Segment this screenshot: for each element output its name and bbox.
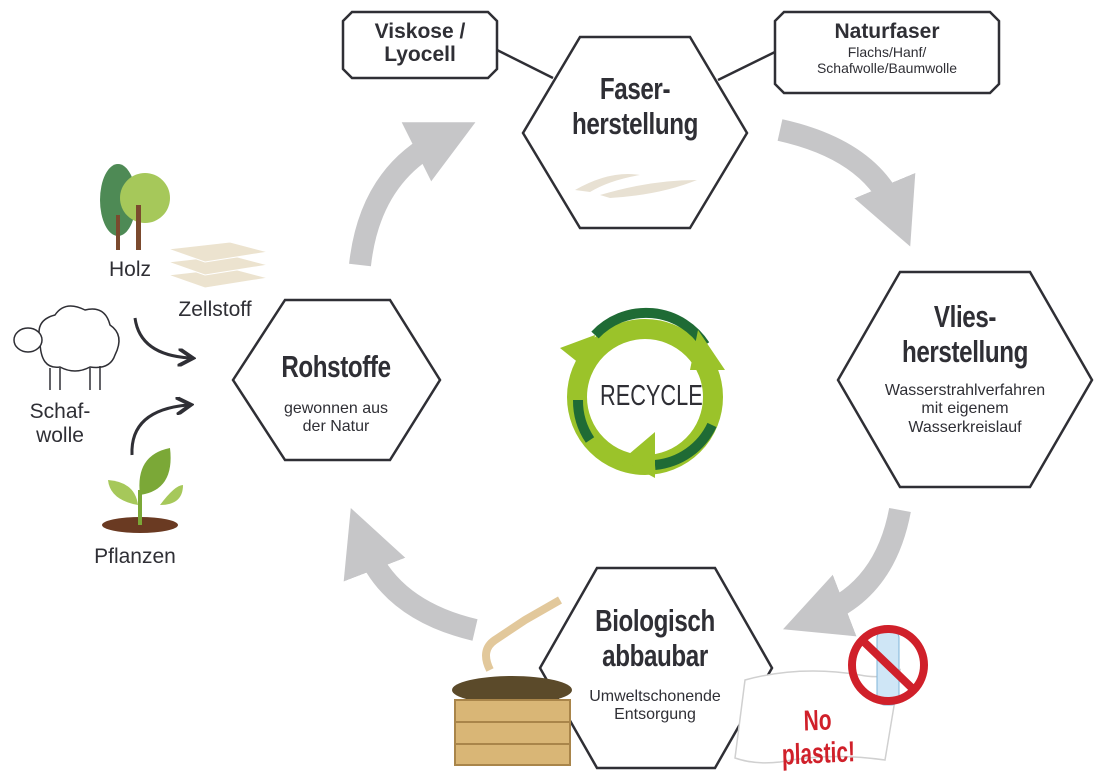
arrow-bio-to-rohstoffe [343,508,478,641]
recycle-label: RECYCLE [600,380,703,412]
title-line: abbaubar [602,637,708,673]
no-plastic-bottle-icon [848,625,928,706]
label-pflanzen: Pflanzen [94,545,176,568]
sub-line: Entsorgung [614,706,696,724]
box-line: Lyocell [384,43,456,67]
hex-vlies [836,270,1094,489]
arrow-faser-to-vlies [777,119,916,247]
box-line: Schafwolle/Baumwolle [816,60,958,77]
box-viskose-text: Viskose / Lyocell [343,20,497,66]
title-line: Vlies- [933,299,997,334]
fiber-icon [575,174,697,198]
hex-bio [538,566,774,770]
label-schafwolle: Schaf- wolle [15,400,105,448]
sub-line: mit eigenem [921,400,1009,418]
box-line: Flachs/Hanf/ [847,44,927,61]
sheep-icon [13,305,120,390]
no-plastic-label: No plastic! [781,704,856,773]
sub-line: gewonnen aus [283,400,389,417]
plant-icon [102,448,183,533]
hex-faser-title: Faser- herstellung [557,71,713,141]
recycle-icon [560,307,725,478]
arrow-vlies-to-bio [783,507,911,637]
label-zellstoff: Zellstoff [178,298,252,321]
hex-rohstoffe [231,298,442,462]
title-line: Biologisch [595,603,715,638]
title-line: herstellung [571,105,699,141]
box-viskose [341,10,499,80]
label-line: Schaf- [29,400,91,423]
hex-rohstoffe-title: Rohstoffe [281,349,391,384]
hex-rohstoffe-subtitle: gewonnen aus der Natur [236,400,436,437]
label-line: wolle [36,424,84,448]
paper-towel-icon [734,668,902,764]
box-naturfaser-text: Naturfaser Flachs/Hanf/ Schafwolle/Baumw… [775,20,999,76]
sub-line: Umweltschonende [589,688,721,705]
title-line: Faser- [599,71,671,106]
label-holz: Holz [108,258,151,281]
box-line: Viskose / [374,20,466,43]
title-line: herstellung [901,333,1029,369]
hex-bio-title: Biologisch abbaubar [577,603,733,673]
hex-bio-subtitle: Umweltschonende Entsorgung [555,688,755,725]
sub-line: der Natur [302,418,370,436]
box-title: Naturfaser [834,20,940,43]
compost-crate-icon [452,596,572,766]
pulp-sheets-icon [167,241,269,289]
hex-vlies-title: Vlies- herstellung [887,299,1043,369]
box-naturfaser [773,10,1001,95]
hex-vlies-subtitle: Wasserstrahlverfahren mit eigenem Wasser… [845,382,1085,437]
tree-icon [100,164,170,250]
arrow-rohstoffe-to-faser [349,122,476,267]
sub-line: Wasserkreislauf [908,418,1022,436]
sub-line: Wasserstrahlverfahren [884,382,1046,399]
